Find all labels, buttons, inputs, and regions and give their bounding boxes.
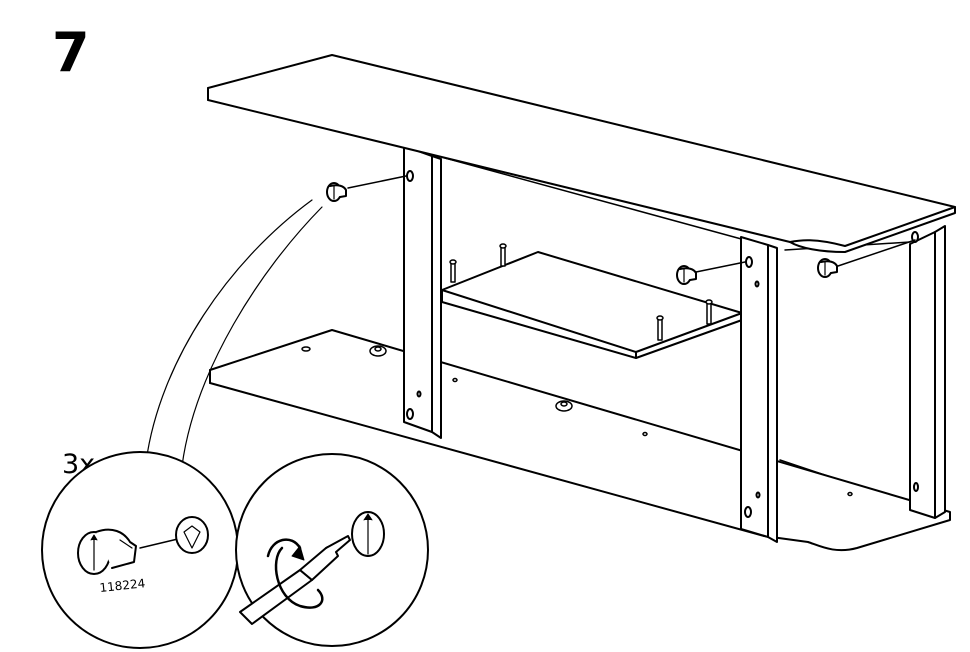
bottom-board-holes (301, 345, 853, 497)
step-number: 7 (52, 21, 90, 84)
right-end-panel (909, 225, 946, 519)
part-number: 118224 (99, 576, 146, 595)
right-divider (740, 236, 778, 543)
left-divider (403, 145, 442, 439)
middle-shelf (441, 251, 743, 359)
top-board (207, 54, 956, 253)
shelf-pins (449, 243, 713, 341)
callout-pointer (145, 199, 323, 467)
detail-circle-2 (235, 453, 429, 647)
detail-circle-1: 118224 (41, 451, 239, 649)
cam-lock-right (817, 239, 916, 278)
cam-lock-middle (676, 261, 746, 285)
cam-lock-left (326, 175, 407, 202)
